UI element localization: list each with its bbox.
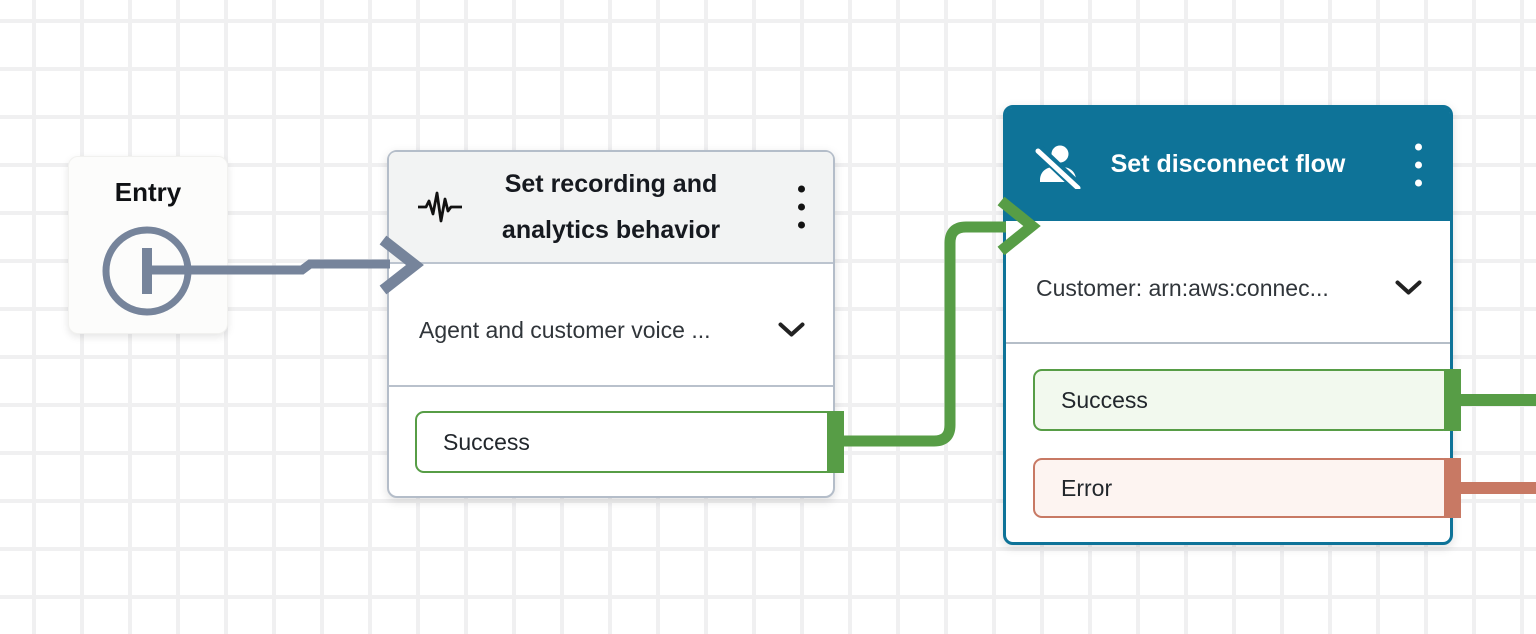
disconnect-output-success[interactable]: Success <box>1033 369 1461 431</box>
output-label: Error <box>1061 474 1113 501</box>
chevron-down-icon <box>1395 280 1422 296</box>
recording-block-header: Set recording and analytics behavior <box>389 152 833 264</box>
disconnect-output-error[interactable]: Error <box>1033 458 1461 518</box>
recording-block-divider <box>389 385 833 387</box>
disconnect-block-title: Set disconnect flow <box>1110 150 1346 178</box>
success-output-port[interactable] <box>1444 369 1461 431</box>
waveform-icon <box>417 190 463 224</box>
chevron-down-icon <box>778 322 805 338</box>
recording-block[interactable]: Set recording and analytics behavior Age… <box>387 150 844 498</box>
output-label: Success <box>443 428 530 455</box>
disconnect-parameter-dropdown[interactable]: Customer: arn:aws:connec... <box>1006 256 1450 320</box>
entry-node[interactable]: Entry <box>68 156 228 334</box>
disconnect-parameter-value: Customer: arn:aws:connec... <box>1036 274 1329 301</box>
recording-parameter-dropdown[interactable]: Agent and customer voice ... <box>389 298 833 362</box>
recording-block-title: Set recording and analytics behavior <box>501 169 721 244</box>
user-disconnect-icon <box>1034 141 1082 189</box>
kebab-menu-icon[interactable] <box>1411 139 1426 190</box>
kebab-menu-icon[interactable] <box>794 182 809 233</box>
recording-output-success[interactable]: Success <box>415 411 844 473</box>
output-label: Success <box>1061 386 1148 413</box>
success-output-port[interactable] <box>827 411 844 473</box>
disconnect-block-divider <box>1006 342 1450 344</box>
disconnect-block[interactable]: Set disconnect flow Customer: arn:aws:co… <box>1003 105 1461 545</box>
disconnect-block-header: Set disconnect flow <box>1006 108 1450 221</box>
recording-parameter-value: Agent and customer voice ... <box>419 316 711 343</box>
entry-node-title: Entry <box>114 177 182 207</box>
error-output-port[interactable] <box>1444 458 1461 518</box>
